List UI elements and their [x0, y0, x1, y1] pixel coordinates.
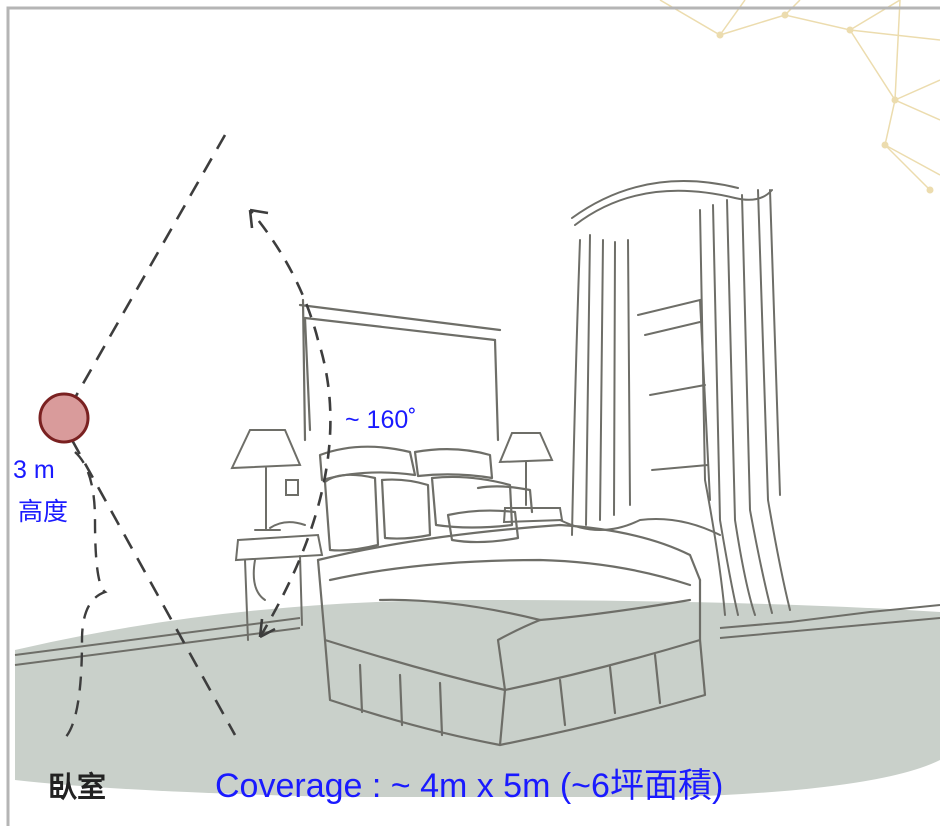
- angle-label: ~ 160˚: [345, 406, 417, 434]
- right-lamp-table: [498, 432, 564, 524]
- coverage-text: Coverage : ~ 4m x 5m (~6坪面積): [215, 767, 724, 805]
- bed: [316, 445, 707, 747]
- frame-border: [6, 6, 940, 826]
- curved-arrow-icon: [248, 208, 332, 639]
- curly-brace-icon: [59, 451, 108, 744]
- window-with-curtains: [559, 180, 791, 616]
- height-value: 3 m: [13, 456, 55, 484]
- baseboard: [14, 604, 940, 666]
- field-of-view-lines: [66, 134, 237, 736]
- left-lamp-nightstand: [230, 429, 324, 641]
- floor: [15, 600, 940, 797]
- network-decoration: [659, 0, 940, 194]
- fov-upper-boundary: [66, 134, 227, 411]
- height-caption: 高度: [18, 498, 69, 526]
- sensor-dot-icon: [38, 392, 90, 444]
- headboard-panel: [298, 298, 502, 442]
- fov-lower-boundary: [70, 439, 237, 736]
- room-label: 臥室: [48, 772, 107, 804]
